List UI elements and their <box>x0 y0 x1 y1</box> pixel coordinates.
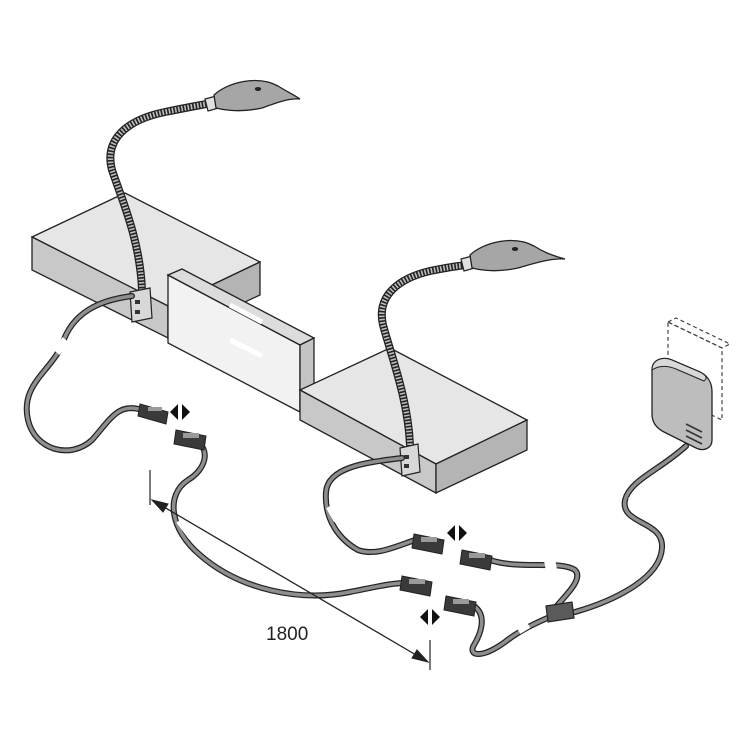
connector-extension-socket <box>173 429 207 451</box>
connector-splitter-socket-b <box>443 595 477 617</box>
right-shelf-side <box>435 418 528 495</box>
power-adapter <box>651 317 732 451</box>
connect-arrow-3 <box>420 609 440 625</box>
left-lamp-clamp <box>129 287 153 323</box>
connector-splitter-socket-a <box>459 549 493 571</box>
connection-arrows <box>170 404 467 625</box>
dimension-label: 1800 <box>266 624 308 645</box>
right-gooseneck-lamp <box>377 239 566 477</box>
cables <box>23 293 689 657</box>
left-gooseneck-lamp <box>106 79 301 323</box>
connect-arrow-2 <box>447 525 467 541</box>
connector-extension-plug <box>399 575 433 597</box>
connector-left-plug <box>137 403 169 425</box>
left-lamp-head <box>213 79 301 112</box>
dimension-line <box>149 470 431 670</box>
connectors <box>137 403 493 617</box>
splitter-cable-b <box>469 603 555 657</box>
right-lamp-head <box>469 239 566 272</box>
connector-right-plug <box>411 533 445 555</box>
left-gooseneck-arm <box>106 99 216 294</box>
connect-arrow-1 <box>170 404 190 420</box>
y-splitter <box>545 601 575 623</box>
adapter-body <box>651 357 713 451</box>
